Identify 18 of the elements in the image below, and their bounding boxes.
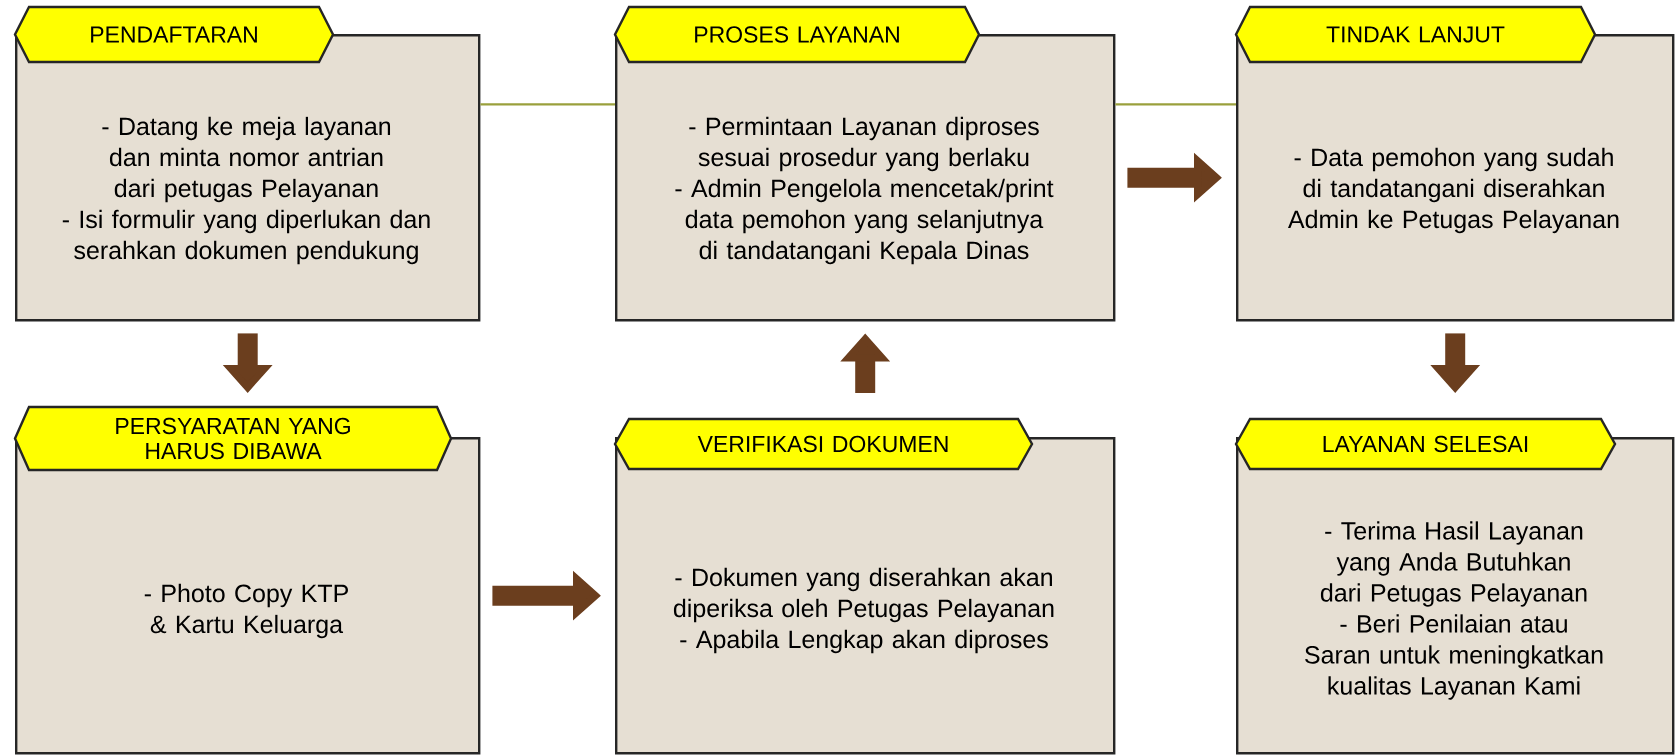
- step-text: - Dokumen yang diserahkan akan diperiksa oleh Petugas Pelayanan: [673, 567, 1054, 623]
- step-text: - Photo Copy KTP & Kartu Keluarga: [144, 583, 348, 639]
- step-text: - Permintaan Layanan diproses sesuai prosedur yang berlaku: [689, 116, 1039, 172]
- heading-tab: LAYANAN SELESAI: [1234, 417, 1617, 471]
- step-text: - Isi formulir yang diperlukan dan serahkan dokumen pendukung: [62, 209, 430, 265]
- step-text: - Data pemohon yang sudah di tandatangani diserahkan Admin ke Petugas Pelayanan: [1288, 147, 1619, 234]
- step-text: - Datang ke meja layanan dan minta nomor antrian dari petugas Pelayanan: [102, 116, 390, 203]
- connector-line: [1115, 103, 1236, 106]
- step-text: - Admin Pengelola mencetak/print data pemohon yang selanjutnya di tandatangani Kepala Dinas: [675, 178, 1054, 265]
- step-text: - Terima Hasil Layanan yang Anda Butuhkan dari Petugas Pelayanan: [1320, 521, 1587, 607]
- heading-tab: TINDAK LANJUT: [1234, 5, 1597, 64]
- step-text: - Beri Penilaian atau Saran untuk meningkatkan kualitas Layanan Kami: [1305, 614, 1603, 700]
- connector-line: [480, 103, 615, 106]
- heading-tab: VERIFIKASI DOKUMEN: [613, 417, 1034, 471]
- heading-tab: PENDAFTARAN: [13, 5, 335, 64]
- heading-tab: PROSES LAYANAN: [613, 5, 981, 64]
- step-text: - Apabila Lengkap akan diproses: [680, 629, 1048, 654]
- heading-tab: PERSYARATAN YANG HARUS DIBAWA: [13, 405, 453, 472]
